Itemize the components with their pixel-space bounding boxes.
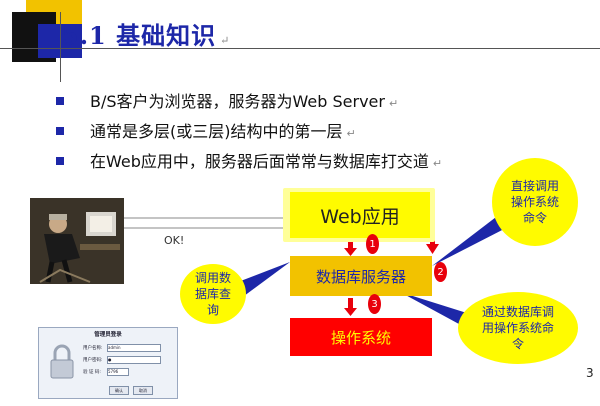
bullet-square-icon [56,156,64,165]
callout-text: 通过数据库调用操作系统命令 [481,305,554,351]
callout-db-os-command: 通过数据库调用操作系统命令 [458,292,578,364]
step-marker-2: 2 [434,262,447,282]
pilcrow-mark: ↵ [388,97,399,110]
slide-title: 5.1 基础知识↵ [62,16,230,51]
password-label: 用户密码: [83,358,103,363]
username-input[interactable]: admin [107,344,161,352]
slide-title-text: 5.1 基础知识 [62,21,217,50]
web-application-box: Web应用 [290,192,430,238]
cancel-button[interactable]: 取消 [133,386,153,395]
database-server-box: 数据库服务器 [290,256,432,296]
callout-text: 直接调用操作系统命令 [510,179,559,225]
bullet-item-2: 通常是多层(或三层)结构中的第一层↵ [56,118,356,142]
ok-label: OK! [164,234,185,247]
pilcrow-mark: ↵ [346,127,356,140]
bullet-square-icon [56,96,64,105]
verification-code-input[interactable]: 5796 [107,368,129,376]
username-label: 用户名称: [83,346,103,351]
ok-button[interactable]: 确认 [109,386,129,395]
login-title: 管理员登录 [94,332,122,338]
callout-top-right-tail [432,214,510,266]
bullet-square-icon [56,126,64,135]
code-label: 验 证 码: [83,370,101,375]
bullet-text: 在Web应用中，服务器后面常常与数据库打交道 [90,152,429,171]
bullet-item-1: B/S客户为浏览器，服务器为Web Server↵ [56,88,398,112]
lock-icon [50,344,74,379]
bullet-item-3: 在Web应用中，服务器后面常常与数据库打交道↵ [56,148,442,172]
callout-text: 调用数据库查询 [194,271,231,317]
title-divider-vertical [60,12,61,82]
admin-login-window: 管理员登录 用户名称: admin 用户密码: ● 验 证 码: 5796 确认… [38,327,178,399]
bullet-text: B/S客户为浏览器，服务器为Web Server [90,92,385,111]
title-divider-horizontal [0,48,600,49]
callout-left-tail [238,262,290,296]
page-number: 3 [586,366,594,380]
step-marker-1: 1 [366,234,379,254]
callout-bottom-right-tail [400,292,470,330]
operating-system-box: 操作系统 [290,318,432,356]
step-marker-3: 3 [368,294,381,314]
callout-direct-os-command: 直接调用操作系统命令 [492,158,578,246]
pilcrow-mark: ↵ [432,157,443,170]
password-input[interactable]: ● [107,356,161,364]
pilcrow-mark: ↵ [220,34,231,47]
user-at-computer-image [30,198,124,284]
callout-query-database: 调用数据库查询 [180,264,246,324]
bullet-text: 通常是多层(或三层)结构中的第一层 [90,122,343,141]
